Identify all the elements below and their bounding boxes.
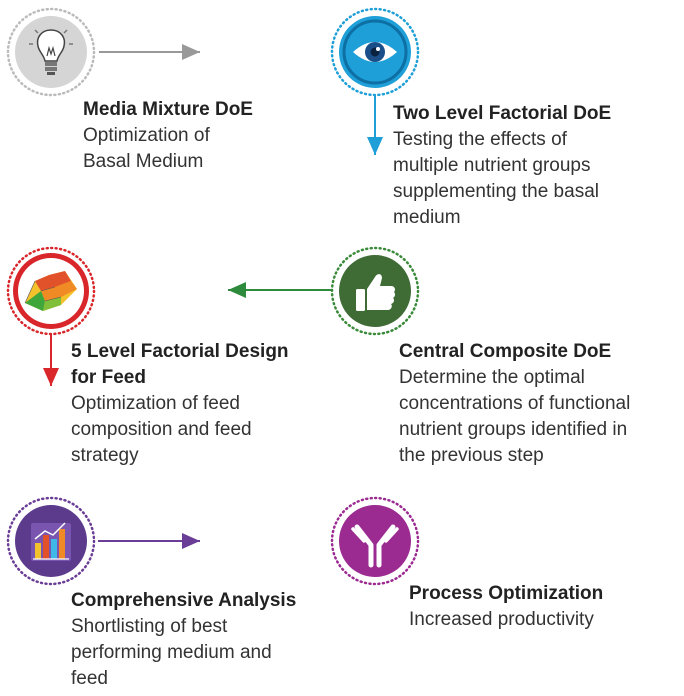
step-desc-line: performing medium and <box>71 642 272 663</box>
step-title: Comprehensive Analysis <box>71 590 297 611</box>
step-title: 5 Level Factorial Design <box>71 341 289 362</box>
step-desc-line: feed <box>71 668 108 689</box>
antibody-icon <box>330 496 420 586</box>
step-desc-line: Determine the optimal <box>399 367 585 388</box>
step-desc-line: medium <box>393 207 461 228</box>
step-title: Central Composite DoE <box>399 341 612 362</box>
step-title: Process Optimization <box>409 583 604 604</box>
step-central-composite: Central Composite DoE Determine the opti… <box>399 339 630 469</box>
step-desc-line: composition and feed <box>71 419 252 440</box>
step-title: Two Level Factorial DoE <box>393 103 612 124</box>
step-comprehensive-analysis: Comprehensive Analysis Shortlisting of b… <box>71 588 296 692</box>
step-desc-line: concentrations of functional <box>399 393 631 414</box>
step-desc-line: Testing the effects of <box>393 129 567 150</box>
thumbs-up-icon <box>330 246 420 336</box>
step-desc-line: the previous step <box>399 445 544 466</box>
step-desc-line: multiple nutrient groups <box>393 155 591 176</box>
step-desc-line: Basal Medium <box>83 151 204 172</box>
eye-icon <box>330 7 420 97</box>
step-media-mixture: Media Mixture DoE Optimization of Basal … <box>83 97 253 175</box>
step-five-level-factorial: 5 Level Factorial Design for Feed Optimi… <box>71 339 289 469</box>
step-title: for Feed <box>71 367 146 388</box>
step-process-optimization: Process Optimization Increased productiv… <box>409 581 603 633</box>
step-title: Media Mixture DoE <box>83 99 253 120</box>
bar-chart-icon <box>6 496 96 586</box>
step-desc-line: Increased productivity <box>409 609 594 630</box>
surface-plot-icon <box>6 246 96 336</box>
step-desc-line: supplementing the basal <box>393 181 599 202</box>
step-desc-line: nutrient groups identified in <box>399 419 628 440</box>
lightbulb-icon <box>6 7 96 97</box>
step-desc-line: strategy <box>71 445 139 466</box>
step-desc-line: Optimization of feed <box>71 393 240 414</box>
step-two-level-factorial: Two Level Factorial DoE Testing the effe… <box>393 101 611 231</box>
step-desc-line: Shortlisting of best <box>71 616 228 637</box>
step-desc-line: Optimization of <box>83 125 210 146</box>
